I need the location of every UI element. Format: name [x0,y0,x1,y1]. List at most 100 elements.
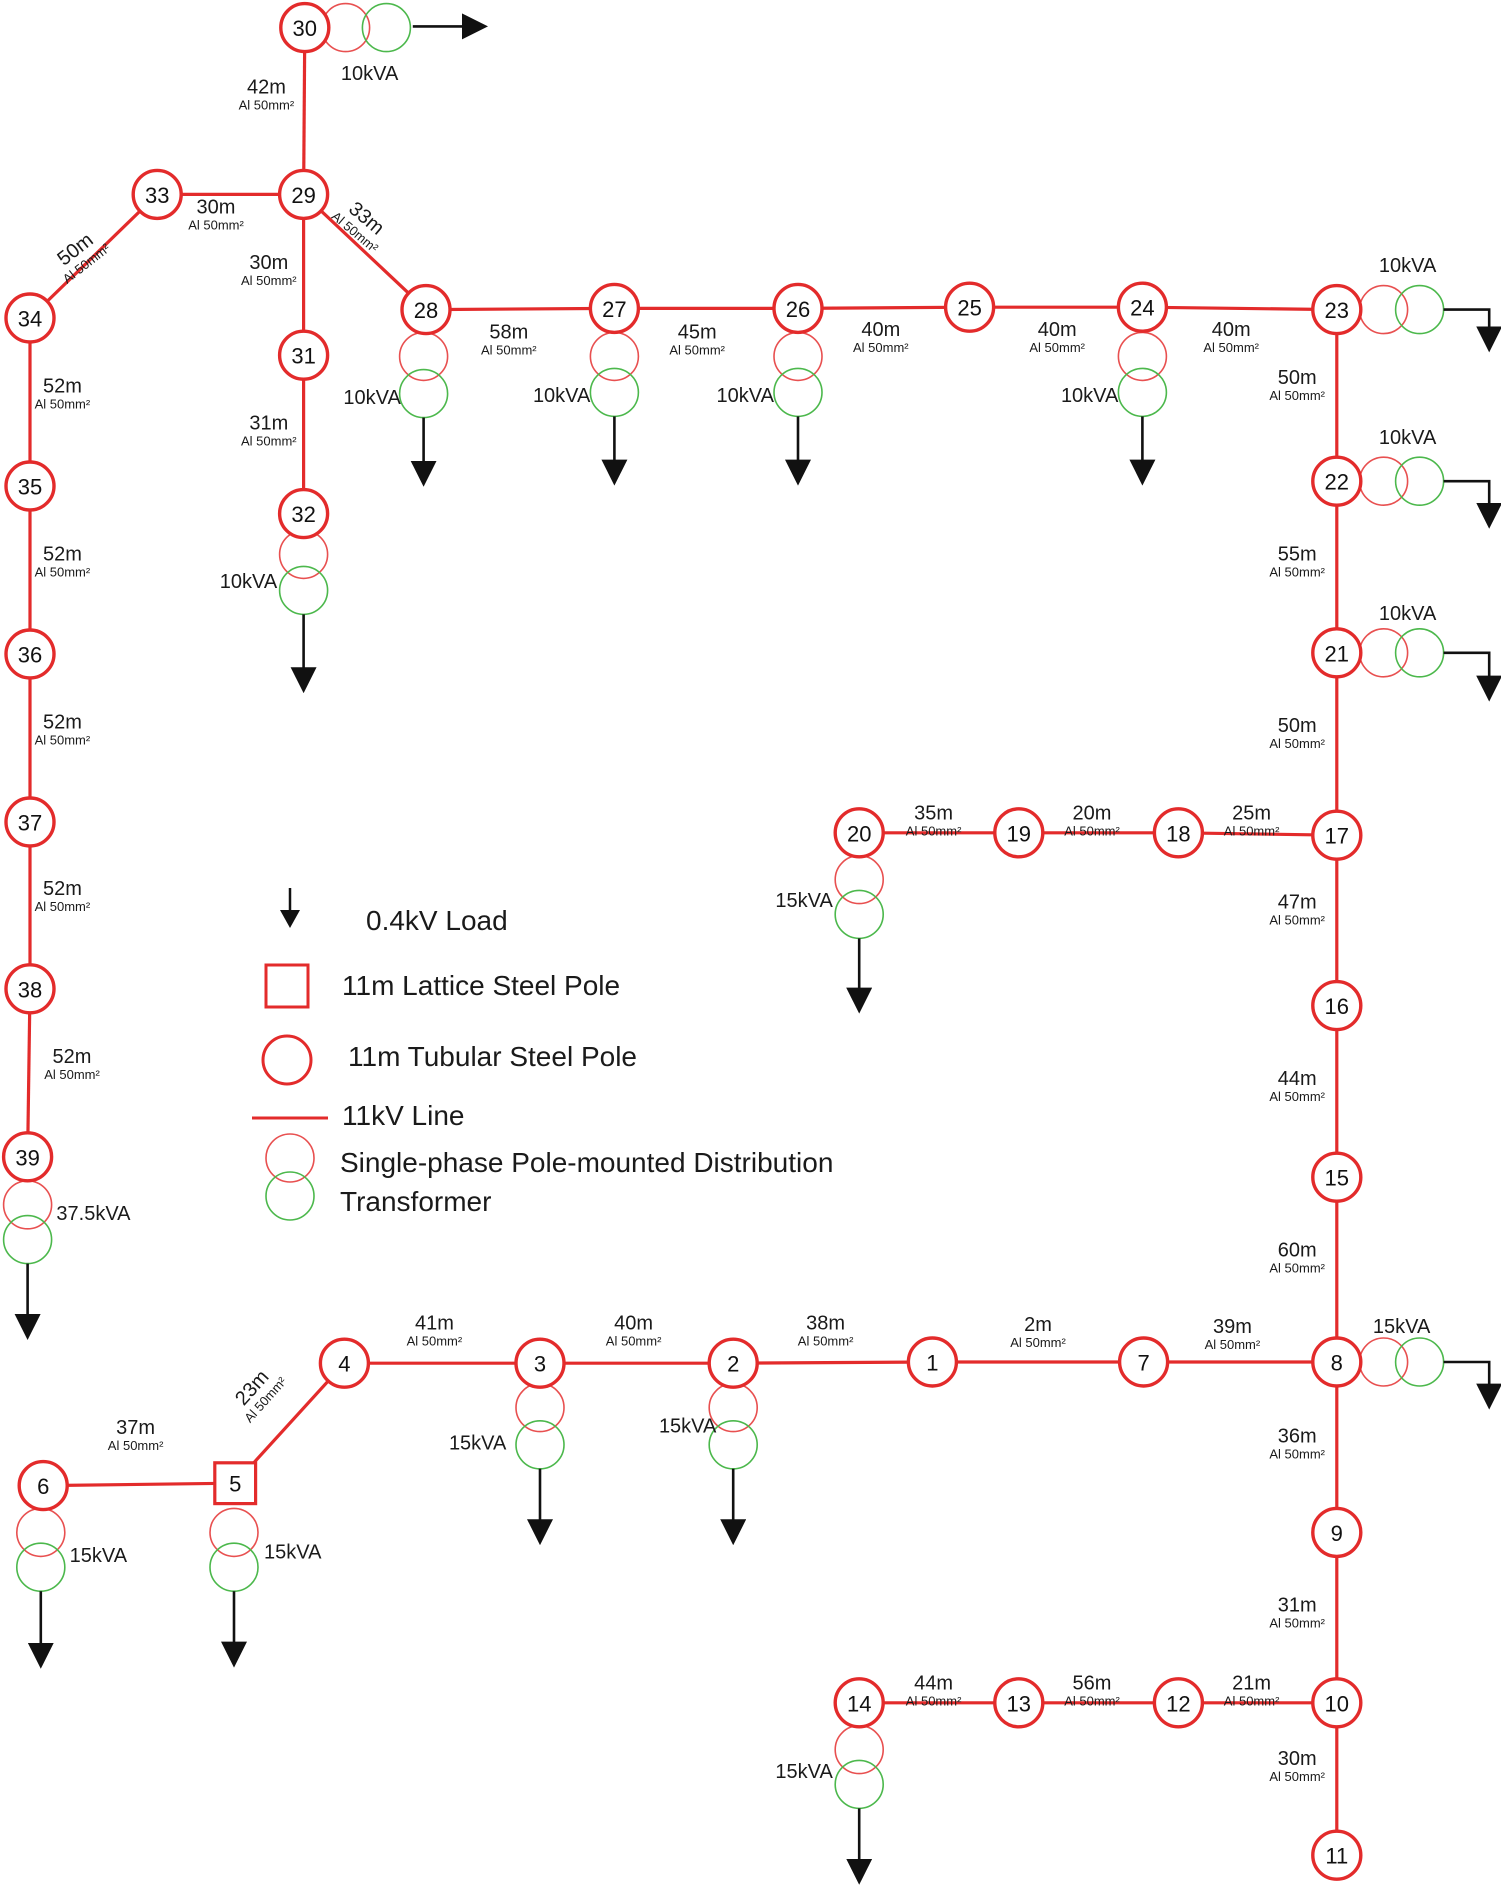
pole-number: 26 [786,297,810,322]
transformer-secondary-winding [1394,1337,1445,1387]
pole-number: 29 [291,183,315,208]
span-conductor: Al 50mm² [1224,824,1280,839]
span-length: 30m [1278,1748,1317,1770]
legend-transformer-label-line1: Single-phase Pole-mounted Distribution [340,1147,833,1178]
pole-number: 5 [229,1472,241,1497]
pole-31: 31 [277,329,330,381]
span-length: 52m [53,1046,92,1068]
pole-20: 20 [833,807,885,859]
span-conductor: Al 50mm² [44,1067,100,1082]
load-arrow [1443,479,1501,529]
span-length: 20m [1073,803,1112,825]
span-length: 40m [1038,319,1077,341]
span-34-33 [28,193,159,320]
span-conductor: Al 50mm² [906,1694,962,1709]
legend-lattice-pole-label: 11m Lattice Steel Pole [342,970,620,1001]
span-conductor: Al 50mm² [35,732,91,747]
tubular-pole-symbol [1152,1677,1205,1729]
pole-29: 29 [277,168,330,221]
tubular-pole-symbol [277,168,330,221]
pole-35: 35 [4,460,56,512]
tubular-pole-symbol [4,963,56,1015]
span-length: 25m [1232,803,1271,825]
transformer-rating: 15kVA [449,1432,507,1454]
transformer-secondary-winding [1117,367,1168,418]
tubular-pole-symbol [400,283,452,336]
span-length: 44m [914,1673,953,1695]
span-length: 52m [43,878,82,900]
transformer-primary-winding [1358,284,1409,335]
pole-6: 6 [17,1459,69,1512]
pole-number: 12 [1166,1691,1190,1716]
span-length: 39m [1213,1316,1252,1338]
transformer-rating: 15kVA [775,1761,833,1783]
span-length: 52m [43,375,82,397]
transformer-rating: 15kVA [659,1416,717,1438]
pole-27: 27 [588,282,641,335]
transformer-primary-winding [1358,1337,1409,1387]
pole-number: 3 [534,1352,546,1377]
transformer-secondary-winding [589,367,640,418]
line-spans [26,27,1339,1856]
pole-number: 14 [847,1691,871,1716]
tubular-pole-symbol [707,1337,759,1389]
pole-number: 25 [957,296,981,321]
span-18-17 [1178,831,1337,837]
tubular-pole-symbol [1311,1829,1363,1881]
tubular-pole-symbol [4,460,56,512]
transformer-primary-winding [1358,456,1409,507]
pole-number: 18 [1166,821,1190,846]
span-length: 31m [1278,1595,1317,1617]
span-conductor: Al 50mm² [1029,340,1085,355]
pole-number: 35 [18,475,42,500]
transformer-rating: 15kVA [1373,1316,1431,1338]
transformer-primary-winding [1117,331,1168,382]
span-conductor: Al 50mm² [1269,1446,1325,1461]
span-conductor: Al 50mm² [241,273,297,288]
pole-24: 24 [1116,281,1169,333]
lattice-pole-symbol [213,1461,258,1506]
legend-tubular-pole-label: 11m Tubular Steel Pole [348,1041,637,1072]
legend-transformer-symbol [265,1133,315,1221]
span-conductor: Al 50mm² [669,342,725,357]
pole-number: 9 [1331,1521,1343,1546]
transformer-pole-24: 10kVA [1061,331,1168,486]
tubular-pole-symbol [4,796,56,848]
span-conductor: Al 50mm² [1269,1616,1325,1631]
span-conductor: Al 50mm² [239,98,295,113]
pole-number: 15 [1325,1166,1349,1191]
span-length: 36m [1278,1425,1317,1447]
tubular-pole-symbol [1311,1151,1363,1203]
tubular-pole-symbol [279,1,331,54]
tubular-pole-symbol [514,1337,566,1389]
pole-36: 36 [4,628,56,680]
tubular-pole-symbol [1,1131,54,1183]
span-length: 58m [489,321,528,343]
transformer-rating: 10kVA [343,387,401,409]
span-conductor: Al 50mm² [1269,1260,1325,1275]
span-length: 40m [614,1313,653,1335]
tubular-pole-symbol [993,807,1045,859]
tubular-pole-symbol [833,1677,885,1729]
pole-number: 36 [18,643,42,668]
transformer-secondary-winding [361,2,412,53]
pole-5: 5 [213,1461,258,1506]
span-length: 52m [43,543,82,565]
span-length: 52m [43,711,82,733]
transformer-secondary-winding [2,1214,53,1265]
span-conductor: Al 50mm² [188,218,244,233]
span-6-5 [43,1481,236,1488]
